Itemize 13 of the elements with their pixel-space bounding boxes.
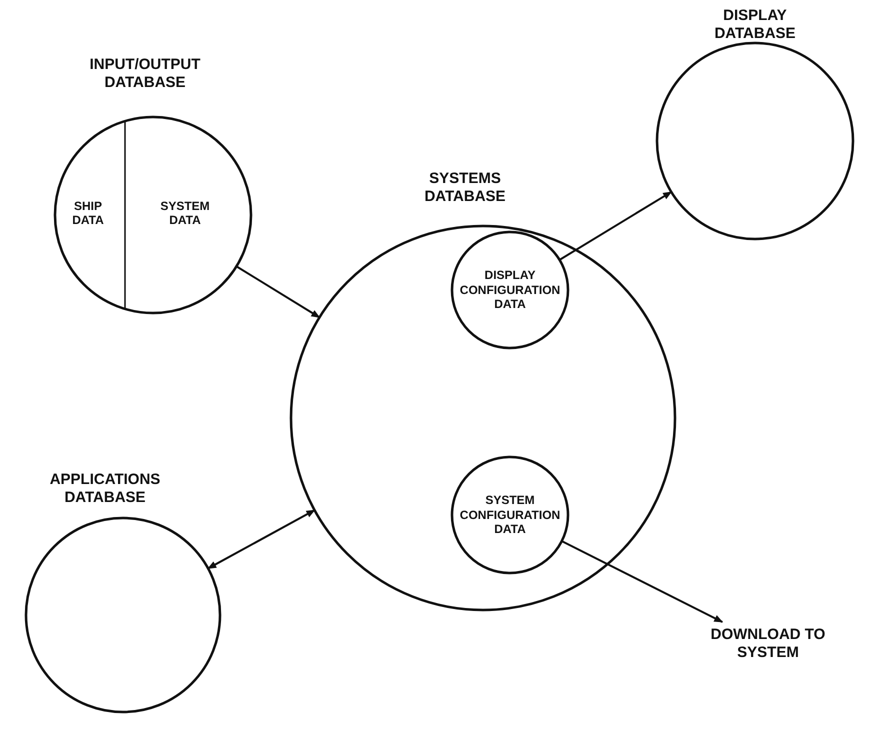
database-heading: INPUT/OUTPUT DATABASE — [88, 56, 202, 92]
database-heading: DISPLAY DATABASE — [713, 7, 797, 43]
node-label: SYSTEM DATA — [159, 198, 211, 228]
arrow — [559, 191, 672, 261]
arrow — [207, 509, 316, 570]
database-heading: APPLICATIONS DATABASE — [48, 471, 162, 507]
arrow — [561, 540, 724, 623]
arrow — [236, 266, 320, 318]
database-heading: SYSTEMS DATABASE — [423, 170, 507, 206]
node-label: DOWNLOAD TO SYSTEM — [710, 626, 826, 662]
node-label: SYSTEM CONFIGURATION DATA — [458, 493, 562, 537]
node-label: DISPLAY CONFIGURATION DATA — [458, 268, 562, 312]
node-label: SHIP DATA — [71, 198, 105, 228]
